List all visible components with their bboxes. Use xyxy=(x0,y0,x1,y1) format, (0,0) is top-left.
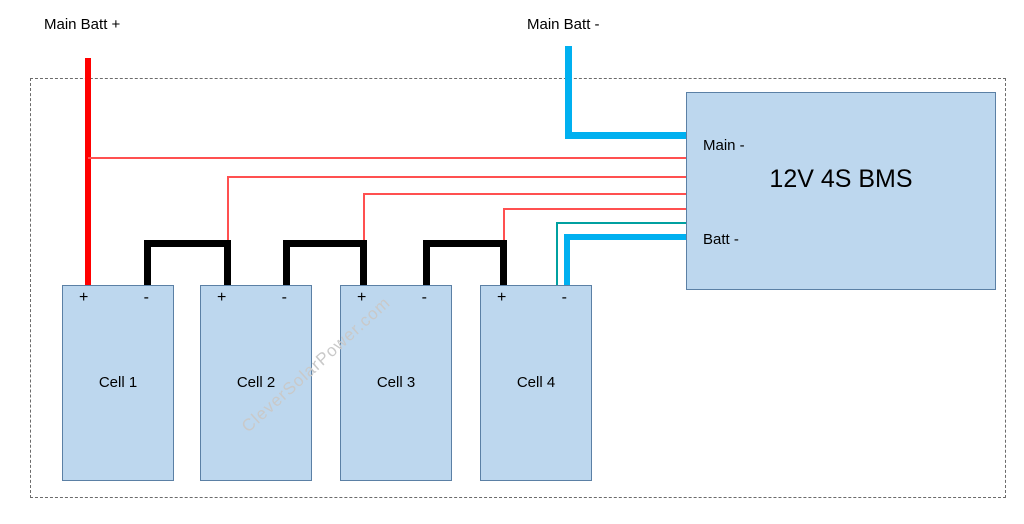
cell-1-name: Cell 1 xyxy=(98,374,138,391)
bms-title: 12V 4S BMS xyxy=(769,165,913,193)
cell-3-positive-terminal: + xyxy=(357,289,367,306)
cell-1-negative-terminal: - xyxy=(143,289,149,306)
series-link-1-right xyxy=(224,240,231,288)
main-batt-minus-label: Main Batt - xyxy=(527,16,600,33)
cell-4-positive-terminal: + xyxy=(497,289,507,306)
batt-minus-wire-horizontal xyxy=(564,234,686,240)
cell-3-box: + - Cell 3 xyxy=(340,285,452,481)
cell-1-positive-terminal: + xyxy=(79,289,89,306)
sense-wire-cell4-negative-horizontal xyxy=(556,222,686,224)
cell-3-name: Cell 3 xyxy=(376,374,416,391)
sense-wire-cell4-negative-vertical xyxy=(556,222,558,288)
enclosure-dashed-border xyxy=(30,78,1006,498)
sense-wire-cell3-positive-vertical xyxy=(363,193,365,244)
cell-4-name: Cell 4 xyxy=(516,374,556,391)
sense-wire-cell1-positive xyxy=(88,157,686,159)
series-link-2-left xyxy=(283,240,290,288)
cell-1-box: + - Cell 1 xyxy=(62,285,174,481)
main-batt-plus-wire xyxy=(85,58,91,292)
cell-2-name: Cell 2 xyxy=(236,374,276,391)
sense-wire-cell4-positive-horizontal xyxy=(503,208,686,210)
sense-wire-cell3-positive-horizontal xyxy=(363,193,686,195)
series-link-3-right xyxy=(500,240,507,288)
main-batt-minus-wire-horizontal xyxy=(565,132,686,139)
cell-2-negative-terminal: - xyxy=(281,289,287,306)
series-link-3-top xyxy=(423,240,507,247)
cell-3-negative-terminal: - xyxy=(421,289,427,306)
series-link-2-right xyxy=(360,240,367,288)
sense-wire-cell2-positive-horizontal xyxy=(227,176,686,178)
cell-4-box: + - Cell 4 xyxy=(480,285,592,481)
main-batt-plus-label: Main Batt + xyxy=(44,16,121,33)
sense-wire-cell2-positive-vertical xyxy=(227,176,229,244)
bms-box: Main - 12V 4S BMS Batt - xyxy=(686,92,996,290)
series-link-1-top xyxy=(144,240,231,247)
main-batt-minus-wire-vertical xyxy=(565,46,572,139)
sense-wire-cell4-positive-vertical xyxy=(503,208,505,244)
cell-4-negative-terminal: - xyxy=(561,289,567,306)
cell-2-box: + - Cell 2 xyxy=(200,285,312,481)
series-link-1-left xyxy=(144,240,151,288)
batt-minus-wire-vertical xyxy=(564,234,570,288)
series-link-3-left xyxy=(423,240,430,288)
series-link-2-top xyxy=(283,240,367,247)
bms-batt-minus-port-label: Batt - xyxy=(703,231,739,248)
cell-2-positive-terminal: + xyxy=(217,289,227,306)
bms-main-minus-port-label: Main - xyxy=(703,137,745,154)
